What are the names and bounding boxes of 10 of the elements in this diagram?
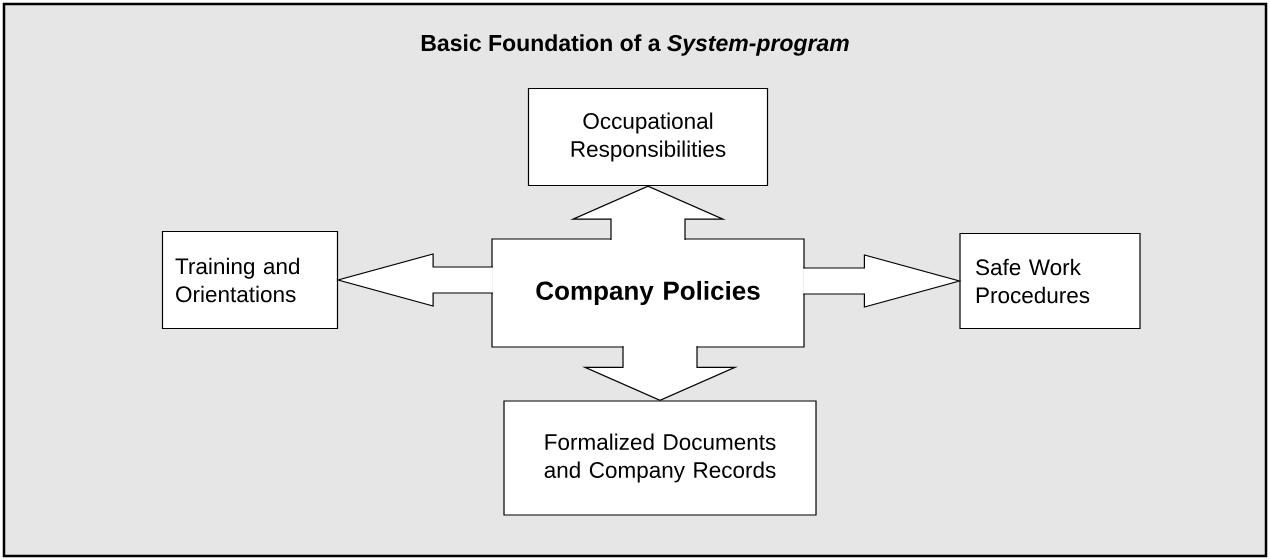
policy-box: Company Policies <box>491 238 805 348</box>
text-box: Occupational Responsibilities <box>527 87 769 187</box>
block-arrow <box>802 254 962 308</box>
text-box: Safe Work Procedures <box>959 232 1141 330</box>
block-arrow <box>570 185 726 241</box>
text-box: Training and Orientations <box>161 230 339 330</box>
block-arrow <box>335 253 494 307</box>
text-box: Formalized Documents and Company Records <box>503 400 817 516</box>
block-arrow <box>582 345 738 402</box>
title: Basic Foundation of a System-program <box>421 34 849 56</box>
